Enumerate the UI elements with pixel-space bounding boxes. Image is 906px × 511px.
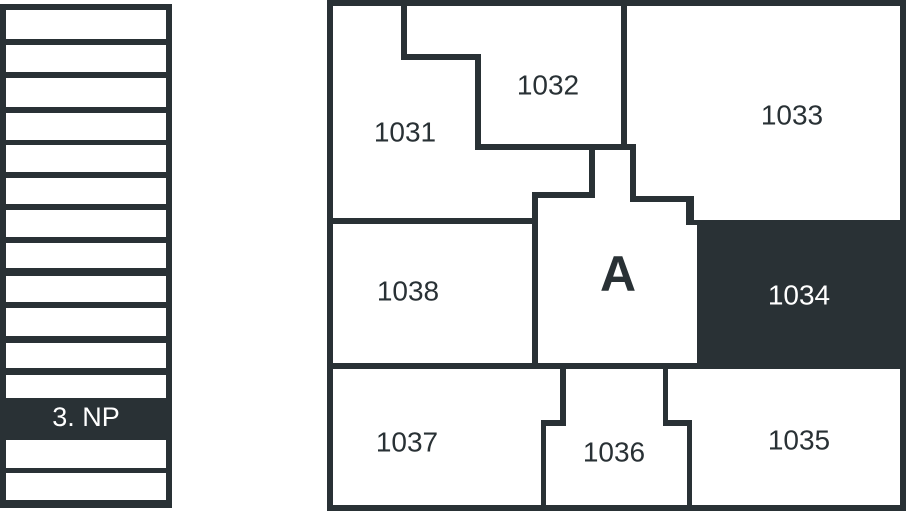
floor-button[interactable] bbox=[6, 343, 166, 368]
unit-1035[interactable] bbox=[668, 369, 900, 505]
floor-button[interactable] bbox=[6, 440, 166, 468]
floor-button[interactable] bbox=[6, 113, 166, 140]
floor-button[interactable] bbox=[6, 308, 166, 336]
floor-button[interactable] bbox=[6, 276, 166, 302]
unit-1033[interactable] bbox=[627, 6, 900, 220]
unit-label-1037: 1037 bbox=[376, 426, 438, 457]
unit-1038[interactable] bbox=[333, 224, 532, 363]
unit-1036[interactable] bbox=[546, 369, 687, 505]
floor-button[interactable] bbox=[6, 178, 166, 204]
unit-label-1033: 1033 bbox=[761, 99, 823, 130]
unit-1032[interactable] bbox=[407, 6, 621, 144]
floor-button[interactable] bbox=[6, 210, 166, 237]
core-a bbox=[538, 150, 697, 363]
unit-1031[interactable] bbox=[333, 6, 589, 218]
floor-button[interactable] bbox=[6, 473, 166, 500]
floor-button[interactable] bbox=[6, 45, 166, 72]
unit-label-1036: 1036 bbox=[583, 436, 645, 467]
floor-button[interactable] bbox=[6, 375, 166, 398]
floor-button[interactable] bbox=[6, 145, 166, 172]
unit-label-1031: 1031 bbox=[374, 116, 436, 147]
floor-button[interactable] bbox=[6, 243, 166, 268]
unit-label-1032: 1032 bbox=[517, 69, 579, 100]
unit-label-1035: 1035 bbox=[768, 424, 830, 455]
floor-button[interactable] bbox=[6, 10, 166, 39]
floor-selector: 3. NP bbox=[0, 4, 172, 508]
unit-1037[interactable] bbox=[333, 369, 560, 505]
core-label: A bbox=[600, 246, 636, 302]
floor-button[interactable] bbox=[6, 78, 166, 107]
unit-label-1034: 1034 bbox=[768, 279, 830, 310]
unit-1034-selected[interactable] bbox=[697, 220, 900, 363]
current-floor-label: 3. NP bbox=[52, 402, 120, 432]
floor-button-current[interactable]: 3. NP bbox=[6, 398, 166, 437]
unit-label-1038: 1038 bbox=[377, 275, 439, 306]
